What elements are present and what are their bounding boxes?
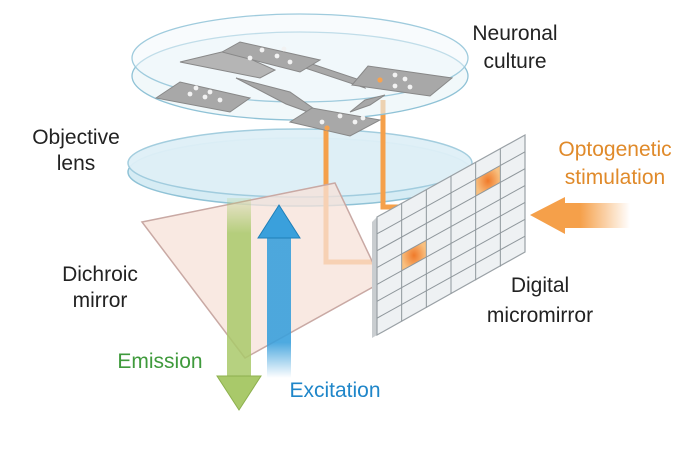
- grid-line: [376, 218, 526, 302]
- objective-lens: [127, 128, 473, 207]
- label-digital-micromirror-1: Digital: [511, 274, 569, 297]
- label-neuronal-culture-1: Neuronal: [472, 22, 557, 45]
- grid-line: [376, 235, 526, 319]
- grid-line: [376, 201, 526, 285]
- mea-connector: [349, 94, 386, 113]
- emission-arrow: [216, 198, 262, 411]
- stimulated-electrode: [377, 77, 383, 83]
- digital-micromirror-device: [372, 133, 526, 338]
- label-optogenetic-1: Optogenetic: [558, 138, 671, 161]
- dichroic-mirror: [140, 182, 383, 359]
- electrodes: [187, 46, 413, 125]
- optogenetic-stimulation-arrow: [530, 197, 630, 234]
- grid-line: [376, 185, 526, 269]
- mea-connector: [179, 49, 277, 79]
- label-excitation: Excitation: [289, 379, 380, 402]
- label-optogenetic-2: stimulation: [565, 166, 665, 189]
- label-objective-lens-1: Objective: [32, 126, 120, 149]
- excitation-arrow: [257, 204, 301, 378]
- stimulated-electrode: [324, 125, 330, 131]
- grid-line: [376, 151, 526, 235]
- label-neuronal-culture-2: culture: [483, 50, 546, 73]
- label-dichroic-mirror-1: Dichroic: [62, 263, 138, 286]
- mea-pad-bottom: [288, 107, 382, 137]
- label-digital-micromirror-2: micromirror: [487, 304, 593, 327]
- label-emission: Emission: [117, 350, 202, 373]
- grid-line: [376, 168, 526, 252]
- microelectrode-array: [154, 41, 454, 137]
- label-dichroic-mirror-2: mirror: [73, 289, 128, 312]
- label-objective-lens-2: lens: [57, 152, 96, 175]
- mea-pad-right: [351, 65, 454, 97]
- active-micromirror: [475, 165, 501, 197]
- active-micromirror: [401, 240, 427, 271]
- mea-pad-top: [220, 41, 322, 73]
